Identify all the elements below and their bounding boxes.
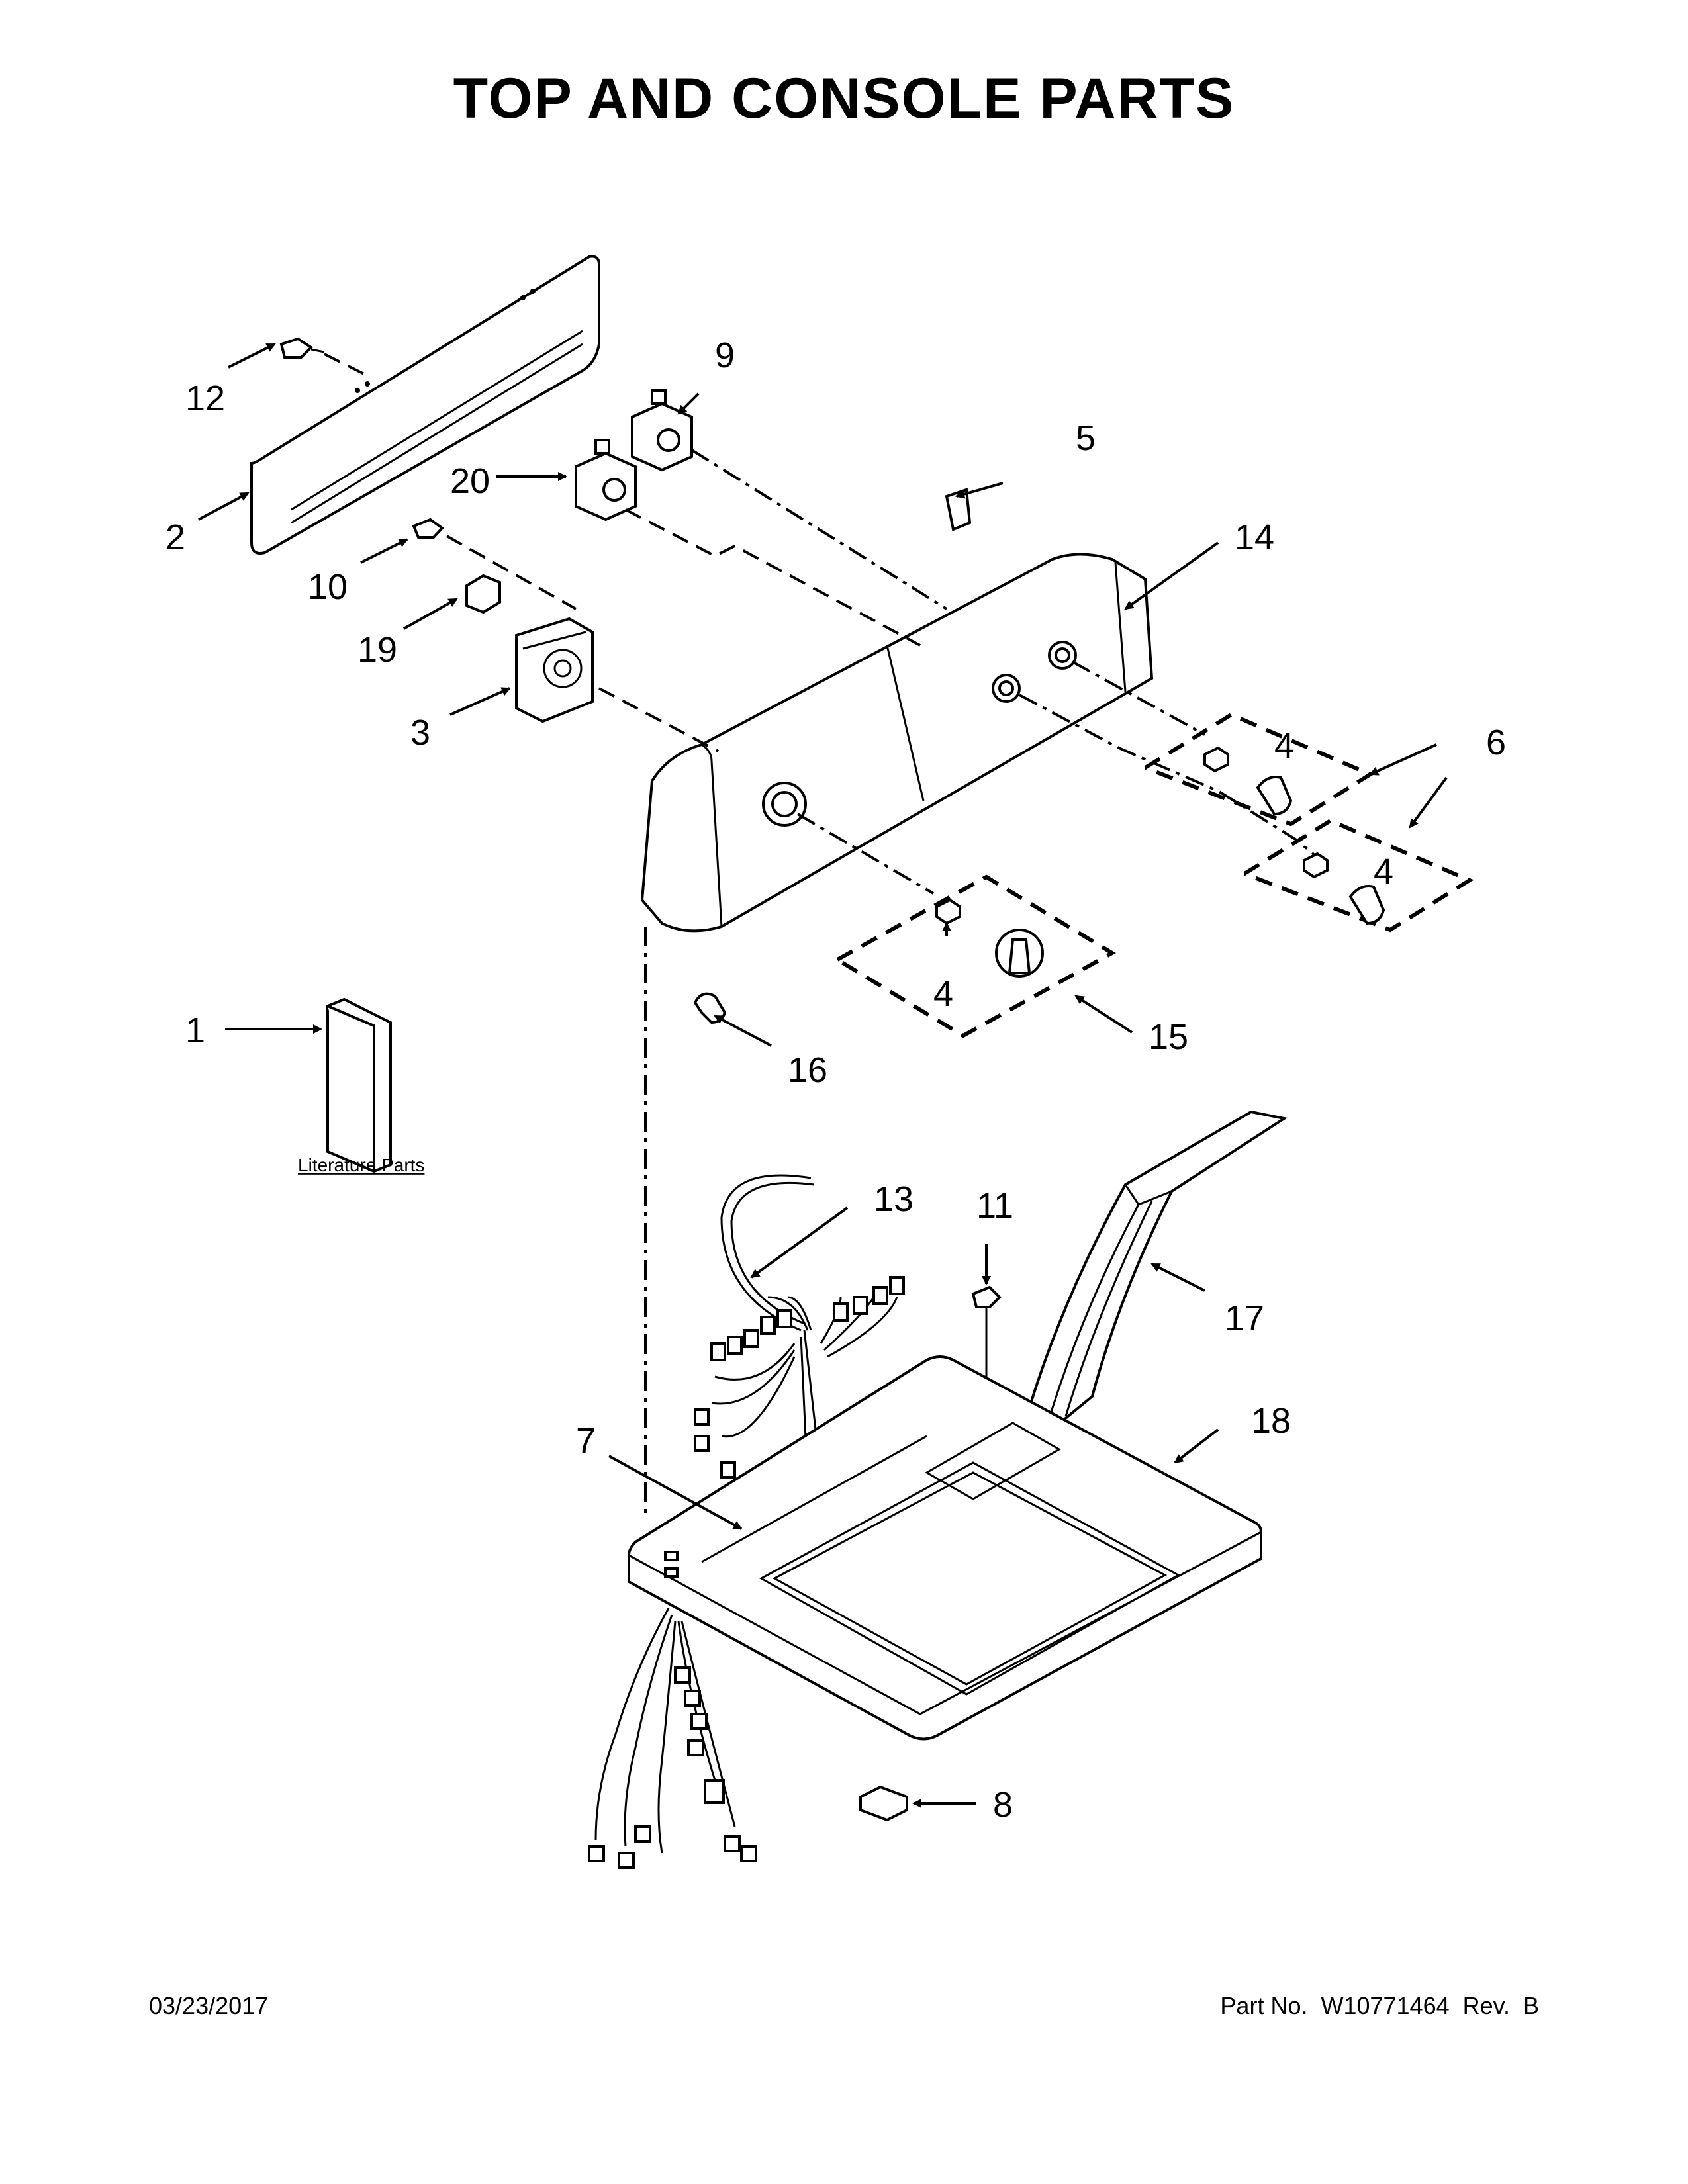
- callout-5: 5: [1076, 418, 1096, 458]
- timer-3-part: [515, 617, 594, 723]
- callout-11: 11: [976, 1186, 1013, 1226]
- lower-wire-harness-part: [588, 1608, 757, 1869]
- callout-2: 2: [165, 518, 185, 557]
- console-14-part: [640, 553, 1154, 933]
- knob-19-part: [465, 574, 501, 614]
- callout-14: 14: [1235, 518, 1274, 557]
- callout-20: 20: [450, 461, 490, 501]
- pad-8-part: [859, 1785, 908, 1822]
- callout-9: 9: [715, 336, 735, 375]
- callout-arrows: [198, 343, 1448, 1808]
- switch-9-part: [631, 389, 693, 472]
- lint-duct-17-part: [1018, 1110, 1288, 1459]
- callout-19: 19: [357, 630, 397, 670]
- knob-kit-15-box: [836, 874, 1116, 1038]
- callout-1: 1: [185, 1011, 205, 1050]
- screw-12-part: [279, 337, 371, 379]
- console-back-panel-part: [250, 255, 600, 555]
- screw-10-part: [412, 518, 577, 610]
- top-panel-18-part: [628, 1355, 1262, 1741]
- wire-harness-13-part: [694, 1174, 905, 1483]
- footer-part-number: Part No. W10771464 Rev. B: [1220, 1992, 1539, 2019]
- callout-4b: 4: [1374, 852, 1393, 891]
- callout-18: 18: [1251, 1401, 1291, 1441]
- callout-12: 12: [185, 379, 225, 418]
- footer-date: 03/23/2017: [149, 1992, 269, 2019]
- callout-6: 6: [1486, 723, 1506, 762]
- callout-15: 15: [1149, 1017, 1188, 1057]
- knob-kit-6-lower-box: [1243, 818, 1474, 933]
- callout-8: 8: [993, 1785, 1013, 1825]
- page-title: TOP AND CONSOLE PARTS: [453, 67, 1235, 130]
- callout-4a: 4: [1274, 726, 1294, 766]
- literature-1-part: [326, 997, 392, 1173]
- callout-16: 16: [788, 1050, 827, 1090]
- literature-parts-label: Literature Parts: [298, 1155, 424, 1175]
- callout-13: 13: [874, 1179, 914, 1219]
- switch-20-part: [575, 439, 637, 522]
- callout-4c: 4: [933, 974, 953, 1014]
- callout-3: 3: [410, 713, 430, 752]
- knob-kit-6-upper-box: [1144, 712, 1375, 827]
- callout-17: 17: [1225, 1298, 1264, 1338]
- callout-7: 7: [576, 1421, 596, 1461]
- callout-10: 10: [308, 567, 348, 607]
